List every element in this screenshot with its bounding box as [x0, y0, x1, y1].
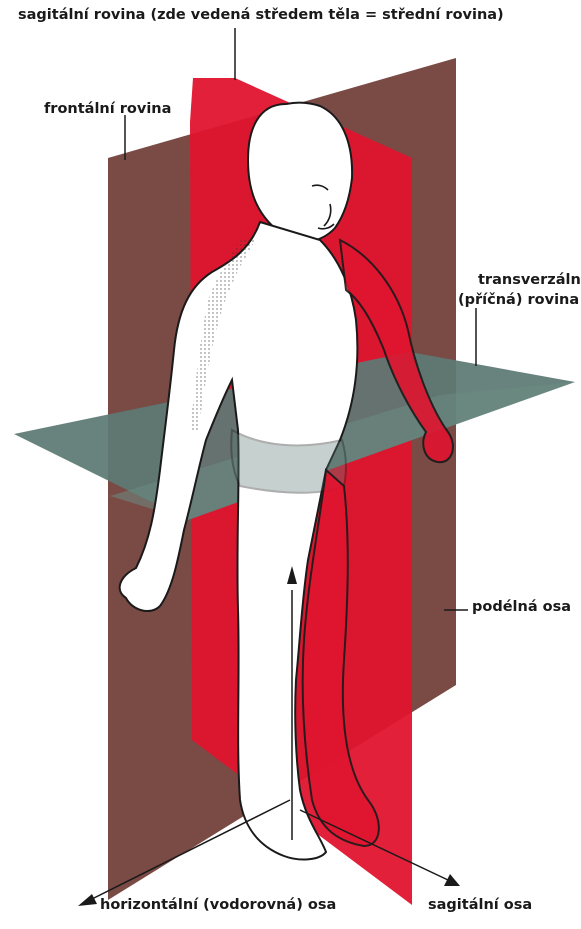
- sagittal-axis-label: sagitální osa: [428, 896, 532, 914]
- sagittal-plane-label: sagitální rovina (zde vedená středem těl…: [18, 6, 504, 24]
- transverse-plane-label-line2: (příčná) rovina: [458, 291, 579, 309]
- frontal-plane-label: frontální rovina: [44, 100, 171, 118]
- transverse-plane-label-line1: transverzální: [478, 271, 581, 289]
- longitudinal-axis-label: podélná osa: [472, 598, 571, 616]
- horizontal-axis-label: horizontální (vodorovná) osa: [100, 896, 336, 914]
